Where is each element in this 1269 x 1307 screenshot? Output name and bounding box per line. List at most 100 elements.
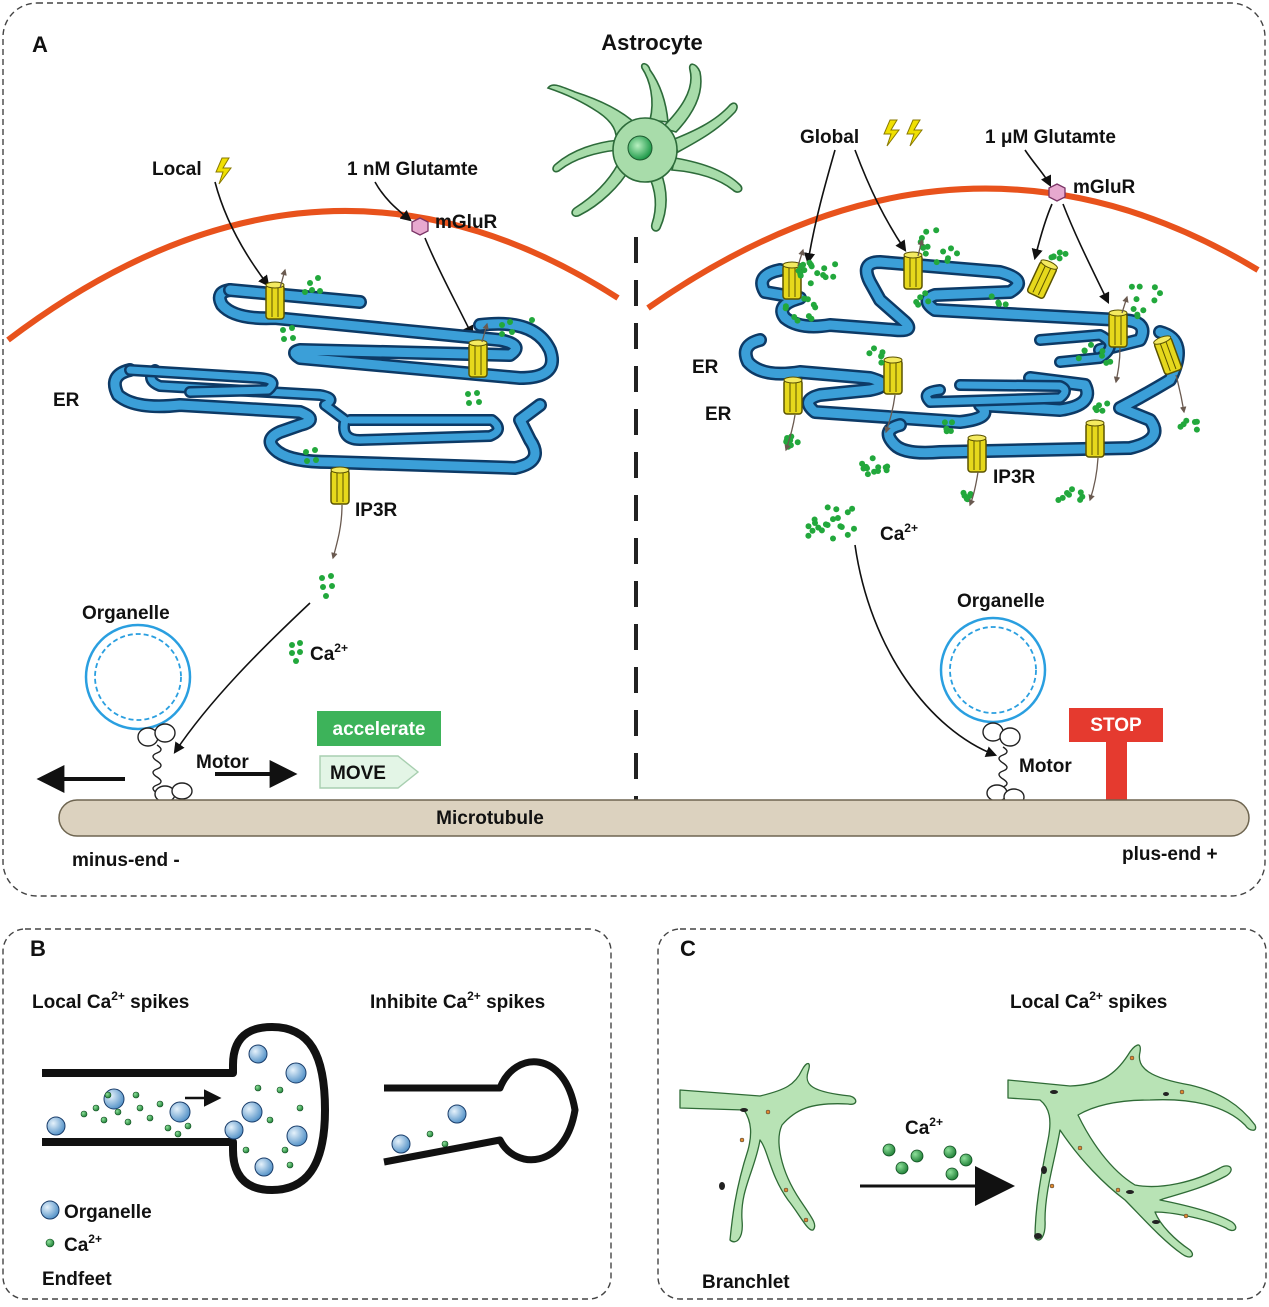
efflux-arrow-left-2 — [481, 322, 489, 343]
microtubule-label: Microtubule — [436, 808, 544, 829]
organelle-left-inner — [94, 633, 182, 721]
legend-ca-label: Ca2+ — [64, 1232, 102, 1256]
panel-b-frame — [2, 928, 612, 1300]
calcium-dot — [924, 243, 931, 250]
calcium-dot — [1140, 307, 1147, 314]
calcium-dot — [1177, 423, 1184, 430]
calcium-dots-b — [80, 1084, 449, 1169]
calcium-dot — [830, 273, 837, 280]
inhibited-tube — [383, 1058, 579, 1166]
lightning-icon-global-2 — [906, 119, 923, 147]
membrane-left — [6, 207, 620, 343]
stop-sign-post — [1106, 742, 1127, 800]
calcium-dot — [791, 314, 798, 320]
global-arrow-1 — [803, 149, 836, 265]
motor-protein-right — [982, 722, 1025, 806]
calcium-dot — [875, 468, 881, 474]
calcium-dot — [844, 509, 851, 516]
calcium-dot — [830, 516, 836, 523]
panel-c: C Local Ca2+ spikes Ca2+ Branchlet — [657, 928, 1267, 1300]
transition-arrow-head — [975, 1166, 1015, 1206]
glutamate-left-arrow — [374, 181, 412, 222]
legend-organelle-label: Organelle — [64, 1202, 152, 1223]
astrocyte-cell — [546, 62, 743, 232]
motor-right-label: Motor — [1019, 756, 1072, 777]
calcium-dot — [964, 496, 971, 503]
calcium-dot — [1151, 297, 1158, 304]
calcium-dot — [822, 521, 829, 528]
er-right-label-2: ER — [705, 404, 732, 425]
calcium-dot — [1069, 486, 1075, 493]
ip3r-channel-right-3 — [1025, 257, 1060, 300]
branchlet-label: Branchlet — [702, 1272, 790, 1293]
minus-end-label: minus-end - — [72, 850, 180, 871]
panel-a: A Astrocyte Local 1 nM Glutamte mGluR — [2, 2, 1266, 897]
ca-to-motor-arrow-left — [173, 602, 311, 754]
ip3r-channel-left-3 — [330, 466, 350, 505]
local-spikes-c-label: Local Ca2+ spikes — [1010, 989, 1167, 1013]
calcium-dot — [821, 265, 828, 272]
calcium-dot — [925, 298, 932, 305]
calcium-dot — [811, 516, 818, 523]
calcium-dot — [1134, 313, 1141, 320]
calcium-dot — [1099, 352, 1105, 359]
mglur-right-arrow-2 — [1062, 203, 1110, 305]
calcium-dots-c — [882, 1143, 973, 1181]
panel-c-frame — [657, 928, 1267, 1300]
panel-c-letter: C — [680, 936, 696, 961]
calcium-dot — [1136, 283, 1143, 290]
plus-end-label: plus-end + — [1122, 844, 1218, 865]
er-left-label: ER — [53, 390, 80, 411]
calcium-dot — [859, 460, 866, 467]
accelerate-box — [317, 711, 441, 746]
calcium-dot — [923, 228, 930, 235]
calcium-dot — [782, 305, 789, 312]
calcium-dot — [1002, 301, 1009, 308]
organelle-right-inner — [949, 626, 1037, 714]
endfeet-label: Endfeet — [42, 1269, 112, 1290]
calcium-dot — [1088, 341, 1094, 348]
calcium-dots-left — [280, 275, 535, 664]
organelle-left — [84, 623, 192, 731]
ip3r-channel-right-9 — [967, 434, 987, 473]
calcium-dot — [1183, 417, 1190, 424]
calcium-dot — [922, 290, 929, 297]
calcium-dot — [1056, 255, 1063, 262]
calcium-dot — [1077, 496, 1084, 503]
efflux-arrows-right — [784, 238, 1187, 507]
ip3r-channel-left-1 — [265, 281, 285, 320]
calcium-dot — [1130, 306, 1137, 312]
calcium-dot — [1099, 348, 1106, 355]
calcium-dot — [1077, 489, 1084, 496]
organelle-right — [939, 616, 1047, 724]
calcium-dot — [844, 531, 851, 538]
glutamate-right-label: 1 μM Glutamte — [985, 127, 1116, 148]
efflux-arrow-left-1 — [279, 268, 287, 289]
stop-sign-top — [1069, 708, 1163, 742]
calcium-dot — [822, 274, 829, 281]
accelerate-label: accelerate — [333, 719, 426, 740]
local-label: Local — [152, 159, 202, 180]
legend-ca-icon — [45, 1238, 55, 1248]
calcium-dot — [948, 245, 954, 252]
calcium-dot — [1151, 284, 1158, 291]
calcium-dot — [797, 263, 804, 269]
efflux-arrow-left-3 — [331, 504, 343, 560]
microtubule — [58, 799, 1250, 837]
legend-organelle-icon — [40, 1200, 60, 1220]
ip3r-channel-left-2 — [468, 339, 488, 378]
ip3r-left-label: IP3R — [355, 500, 398, 521]
mglur-right-label: mGluR — [1073, 177, 1136, 198]
organelle-left-label: Organelle — [82, 603, 170, 624]
ip3r-channel-right-8 — [1085, 419, 1105, 458]
calcium-dot — [917, 294, 924, 301]
calcium-dot — [933, 259, 940, 266]
lightning-icon-local — [215, 157, 232, 185]
inhibit-spikes-label: Inhibite Ca2+ spikes — [370, 989, 545, 1013]
calcium-dot — [818, 527, 825, 534]
glutamate-right-arrow — [1024, 149, 1052, 188]
calcium-dot — [1066, 491, 1072, 498]
calcium-dot — [1062, 250, 1069, 257]
calcium-dot — [882, 464, 889, 471]
